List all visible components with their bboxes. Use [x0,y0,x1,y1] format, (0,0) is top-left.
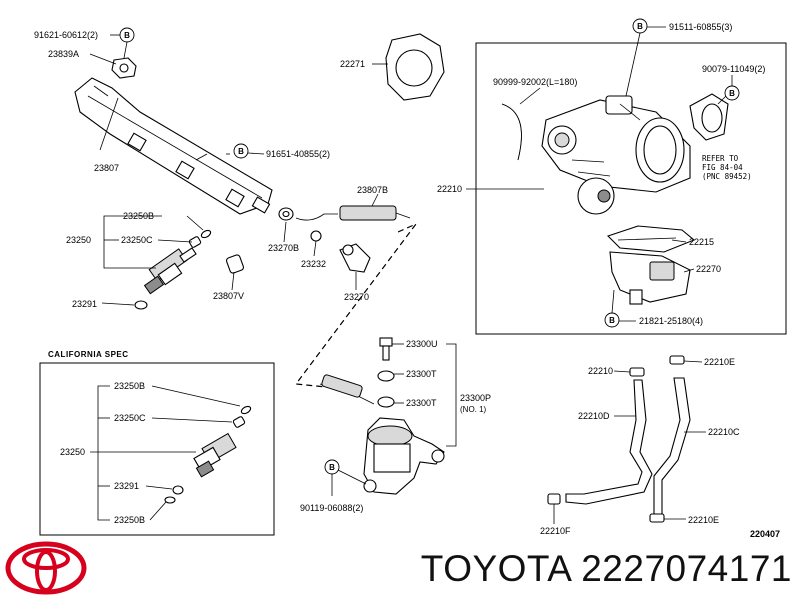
label-22210: 22210 [437,184,462,194]
label-22271: 22271 [340,59,365,69]
label-23232: 23232 [301,259,326,269]
label-23250C-top: 23250C [121,235,153,245]
label-23807V: 23807V [213,291,244,301]
gasket-23300T-b [377,396,395,408]
label-23300U: 23300U [406,339,438,349]
injector-23250 [143,247,197,295]
label-22210D: 22210D [578,411,610,421]
label-23250B-top: 23250B [123,211,154,221]
label-22215: 22215 [689,237,714,247]
label-22210E-top: 22210E [704,357,735,367]
o-ring-23250B-ca-top [240,405,252,415]
label-23291-ca: 23291 [114,481,139,491]
svg-text:B: B [729,89,735,98]
pressure-regulator-23300P [363,417,445,495]
label-23300P-note: (NO. 1) [460,405,487,414]
injector-23250-ca [193,432,237,478]
label-23270: 23270 [344,292,369,302]
brand-part-number: TOYOTA 2227074171 [420,548,792,589]
svg-text:B: B [124,31,130,40]
gasket-23300T-a [377,370,395,382]
label-refer-2: FIG 84-04 [702,163,743,172]
label-23300P: 23300P [460,393,491,403]
throttle-body-22210 [541,95,691,215]
label-22210E-bot: 22210E [688,515,719,525]
clamp-22210F [547,493,561,505]
label-23807B: 23807B [357,185,388,195]
svg-text:B: B [609,316,615,325]
label-23250-ca: 23250 [60,447,85,457]
label-refer-3: (PNC 89452) [702,172,752,181]
label-23300T-b: 23300T [406,398,437,408]
clamp-22210-hose [629,367,645,377]
label-22210C: 22210C [708,427,740,437]
label-figure-code: 220407 [750,529,780,539]
label-23839A: 23839A [48,49,79,59]
pressure-damper-23839A [111,57,137,79]
label-23250C-ca: 23250C [114,413,146,423]
o-ring-23250B-ca-bot [164,496,176,504]
label-23250B-ca: 23250B [114,381,145,391]
spacer-23807V [225,254,245,274]
label-91621: 91621-60612(2) [34,30,98,40]
label-california-spec: CALIFORNIA SPEC [48,350,129,359]
label-refer-1: REFER TO [702,154,739,163]
throttle-body-group-box [475,42,787,335]
gasket-23232 [310,230,322,242]
insulator-23291-ca [172,485,184,495]
insulator-23291-top [134,300,148,310]
grommet-23250C-ca [232,416,246,428]
elbow-90079 [689,93,729,141]
svg-text:B: B [329,463,335,472]
label-22210-hose: 22210 [588,366,613,376]
label-23291-top: 23291 [72,299,97,309]
gasket-22215 [606,225,696,253]
label-23270B: 23270B [268,243,299,253]
clamp-22210E-top [669,355,685,365]
label-90999: 90999-92002(L=180) [493,77,577,87]
toyota-logo-icon [5,541,87,595]
label-23250-top: 23250 [66,235,91,245]
label-91651: 91651-40855(2) [266,149,330,159]
label-23807: 23807 [94,163,119,173]
fuel-pipe-23300 [319,374,375,405]
clamp-22210E-bot [649,513,665,523]
bolt-23300U [379,337,393,361]
fitting-23270 [339,243,371,273]
label-23250B-ca2: 23250B [114,515,145,525]
hose-22210D [565,379,653,505]
hose-90999 [501,103,522,161]
svg-text:B: B [238,147,244,156]
svg-text:B: B [637,22,643,31]
fuel-rail-23807 [74,77,273,215]
grommet-23250C-top [188,236,202,248]
label-91511: 91511-60855(3) [669,22,732,32]
label-23300T-a: 23300T [406,369,437,379]
gasket-22271 [385,33,445,101]
label-90119: 90119-06088(2) [300,503,363,513]
o-ring-23250B-top [200,229,212,239]
idle-air-valve-22270 [609,251,691,305]
hose-23807B [295,205,411,221]
california-spec-box [39,362,275,536]
fuel-pipe-23270B [278,207,294,221]
label-90079: 90079-11049(2) [702,64,765,74]
hose-22210C [653,377,691,515]
label-22270: 22270 [696,264,721,274]
label-21821: 21821-25180(4) [639,316,703,326]
label-22210F: 22210F [540,526,571,536]
